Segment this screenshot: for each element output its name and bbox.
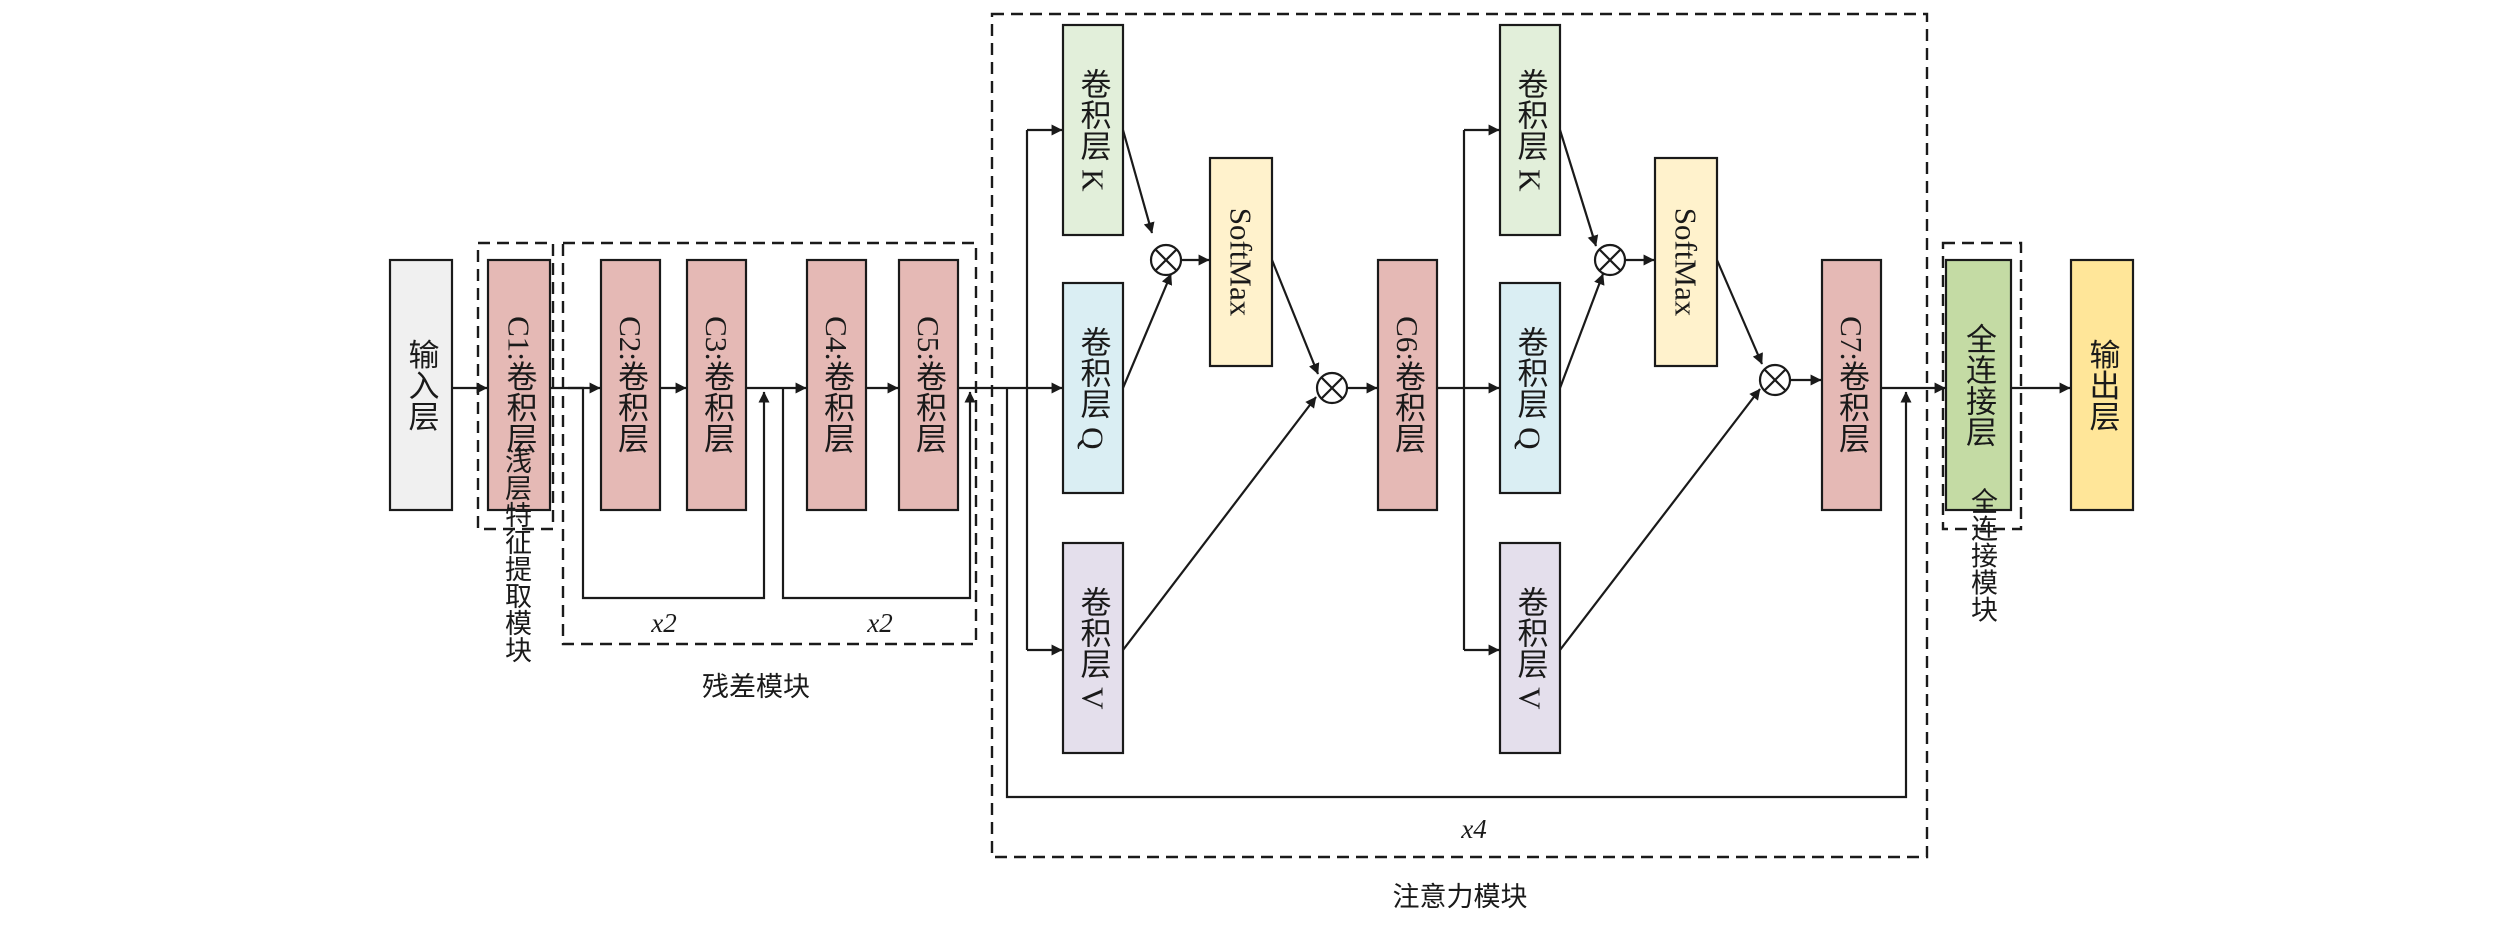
conv-q-box-2: 卷积层 Q bbox=[1498, 281, 1562, 495]
multiply-node-v-2 bbox=[1758, 363, 1792, 397]
residual-module-label: 残差模块 bbox=[702, 672, 810, 702]
residual-repeat-label-2: x2 bbox=[866, 608, 892, 638]
softmax-label-1: SoftMax bbox=[1224, 208, 1259, 317]
c6-conv-box: C6:卷积层 bbox=[1376, 258, 1439, 512]
output-layer-box: 输出层 bbox=[2069, 258, 2135, 512]
multiply-node-qk-1 bbox=[1149, 243, 1183, 277]
conv-k-box-2: 卷积层 K bbox=[1498, 23, 1562, 237]
conv-q-box-1: 卷积层 Q bbox=[1061, 281, 1125, 495]
fc-module-label: 全连接模块 bbox=[1967, 487, 1998, 622]
conv-k-label-1: 卷积层 K bbox=[1076, 68, 1112, 192]
residual-module-frame bbox=[561, 241, 978, 646]
multiply-node-v-1 bbox=[1315, 371, 1349, 405]
input-layer-label: 输入层 bbox=[404, 339, 440, 432]
softmax-label-2: SoftMax bbox=[1669, 208, 1704, 317]
residual-repeat-label-1: x2 bbox=[650, 608, 676, 638]
attention-module-label: 注意力模块 bbox=[1393, 882, 1528, 912]
conv-v-label-1: 卷积层 V bbox=[1076, 586, 1112, 710]
c1-label: C1:卷积层 bbox=[502, 316, 538, 454]
conv-q-label-2: 卷积层 Q bbox=[1513, 326, 1549, 449]
multiply-node-qk-2 bbox=[1593, 243, 1627, 277]
conv-k-box-1: 卷积层 K bbox=[1061, 23, 1125, 237]
c5-label: C5:卷积层 bbox=[911, 316, 947, 454]
attention-repeat-label: x4 bbox=[1460, 814, 1486, 844]
fc-layer-box: 全连接层 bbox=[1944, 258, 2013, 512]
c3-conv-box: C3:卷积层 bbox=[685, 258, 748, 512]
c4-conv-box: C4:卷积层 bbox=[805, 258, 868, 512]
attention-module-frame bbox=[990, 12, 1929, 859]
c6-label: C6:卷积层 bbox=[1390, 316, 1426, 454]
c5-conv-box: C5:卷积层 bbox=[897, 258, 960, 512]
fc-module-frame bbox=[1941, 241, 2023, 531]
input-layer-box: 输入层 bbox=[388, 258, 454, 512]
c4-label: C4:卷积层 bbox=[819, 316, 855, 454]
output-layer-label: 输出层 bbox=[2085, 339, 2121, 432]
connections bbox=[452, 124, 2071, 799]
conv-q-label-1: 卷积层 Q bbox=[1076, 326, 1112, 449]
c3-label: C3:卷积层 bbox=[699, 316, 735, 454]
c1-conv-box: C1:卷积层 bbox=[486, 258, 552, 512]
fc-layer-label: 全连接层 bbox=[1961, 323, 1997, 447]
c2-conv-box: C2:卷积层 bbox=[599, 258, 662, 512]
c7-conv-box: C7:卷积层 bbox=[1820, 258, 1883, 512]
conv-v-label-2: 卷积层 V bbox=[1513, 586, 1549, 710]
conv-v-box-2: 卷积层 V bbox=[1498, 541, 1562, 755]
shallow-module-label: 浅层特征提取模块 bbox=[501, 447, 532, 663]
c7-label: C7:卷积层 bbox=[1834, 316, 1870, 454]
softmax-box-1: SoftMax bbox=[1208, 156, 1274, 368]
softmax-box-2: SoftMax bbox=[1653, 156, 1719, 368]
conv-k-label-2: 卷积层 K bbox=[1513, 68, 1549, 192]
conv-v-box-1: 卷积层 V bbox=[1061, 541, 1125, 755]
c2-label: C2:卷积层 bbox=[613, 316, 649, 454]
